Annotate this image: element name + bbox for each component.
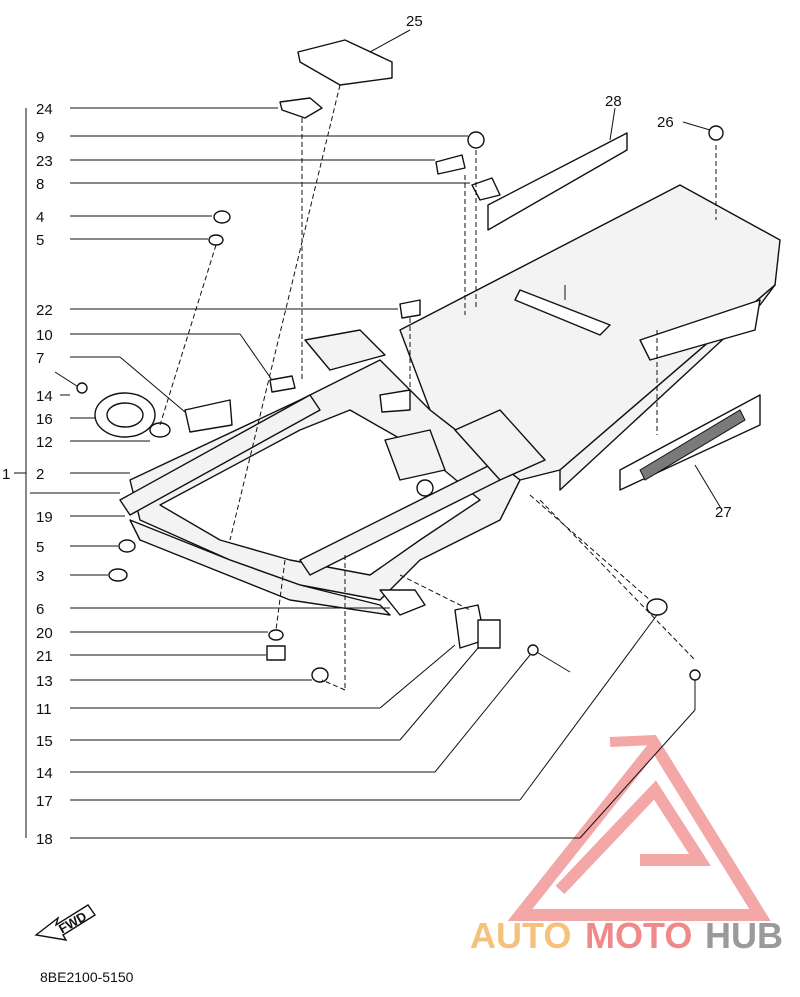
callout-10: 10 — [36, 327, 53, 344]
part-26-cap — [708, 125, 724, 141]
part-10-pad — [269, 375, 296, 393]
callout-28: 28 — [605, 93, 622, 110]
part-28-strip — [487, 132, 628, 231]
callout-11: 11 — [36, 701, 52, 718]
part-13-collar — [311, 667, 329, 683]
part-22-pad — [399, 299, 421, 319]
callout-12: 12 — [36, 434, 53, 451]
callout-27: 27 — [715, 504, 732, 521]
part-21-nut — [266, 645, 286, 661]
part-5b-collar — [118, 539, 136, 553]
part-14-screw — [76, 382, 88, 394]
callout-1: 1 — [2, 466, 10, 483]
part-20-washer — [268, 629, 284, 641]
part-5-collar — [208, 234, 224, 246]
part-15-damper — [477, 619, 501, 649]
callout-23: 23 — [36, 153, 53, 170]
callout-8: 8 — [36, 176, 44, 193]
callout-3: 3 — [36, 568, 44, 585]
fwd-arrow: FWD — [34, 904, 96, 941]
callout-20: 20 — [36, 625, 53, 642]
part-code: 8BE2100-5150 — [40, 969, 134, 985]
part-23-pad — [435, 154, 466, 175]
part-7-bracket — [184, 399, 233, 433]
part-3-grommet — [108, 568, 128, 582]
callout-5: 5 — [36, 232, 44, 249]
part-25-pad — [297, 39, 393, 86]
callout-16: 16 — [36, 411, 53, 428]
part-24-pad — [279, 97, 323, 119]
callout-25: 25 — [406, 13, 423, 30]
callout-13: 13 — [36, 673, 53, 690]
part-9-nut — [467, 131, 485, 149]
callout-4: 4 — [36, 209, 44, 226]
part-4-grommet — [213, 210, 231, 224]
callout-15: 15 — [36, 733, 53, 750]
watermark-hub: HUB — [705, 915, 783, 956]
watermark-logo — [507, 734, 771, 921]
callout-21: 21 — [36, 648, 53, 665]
watermark-auto: AUTO — [470, 915, 571, 956]
part-12-collar — [149, 422, 171, 438]
callout-24: 24 — [36, 101, 53, 118]
part-18-bolt — [689, 669, 701, 681]
callout-18: 18 — [36, 831, 53, 848]
left-callouts: 24 9 23 8 4 5 22 10 7 14 16 12 2 19 5 3 … — [2, 101, 53, 848]
callout-22: 22 — [36, 302, 53, 319]
watermark-moto: MOTO — [585, 915, 692, 956]
callout-17: 17 — [36, 793, 53, 810]
group-bracket — [14, 108, 27, 838]
callout-9: 9 — [36, 129, 44, 146]
leader-lines — [30, 29, 723, 839]
callout-5b: 5 — [36, 539, 44, 556]
part-14b-screw — [527, 644, 539, 656]
callout-7: 7 — [36, 350, 44, 367]
callout-26: 26 — [657, 114, 674, 131]
loose-parts — [54, 39, 761, 710]
top-callouts: 25 28 26 27 — [406, 13, 732, 521]
watermark-text: AUTO MOTO HUB — [470, 915, 783, 956]
callout-14b: 14 — [36, 765, 53, 782]
part-8-bracket — [471, 177, 501, 201]
callout-14: 14 — [36, 388, 53, 405]
callout-2: 2 — [36, 466, 44, 483]
rear-frame — [119, 184, 781, 616]
callout-19: 19 — [36, 509, 53, 526]
part-17-cap — [646, 598, 668, 616]
callout-6: 6 — [36, 601, 44, 618]
